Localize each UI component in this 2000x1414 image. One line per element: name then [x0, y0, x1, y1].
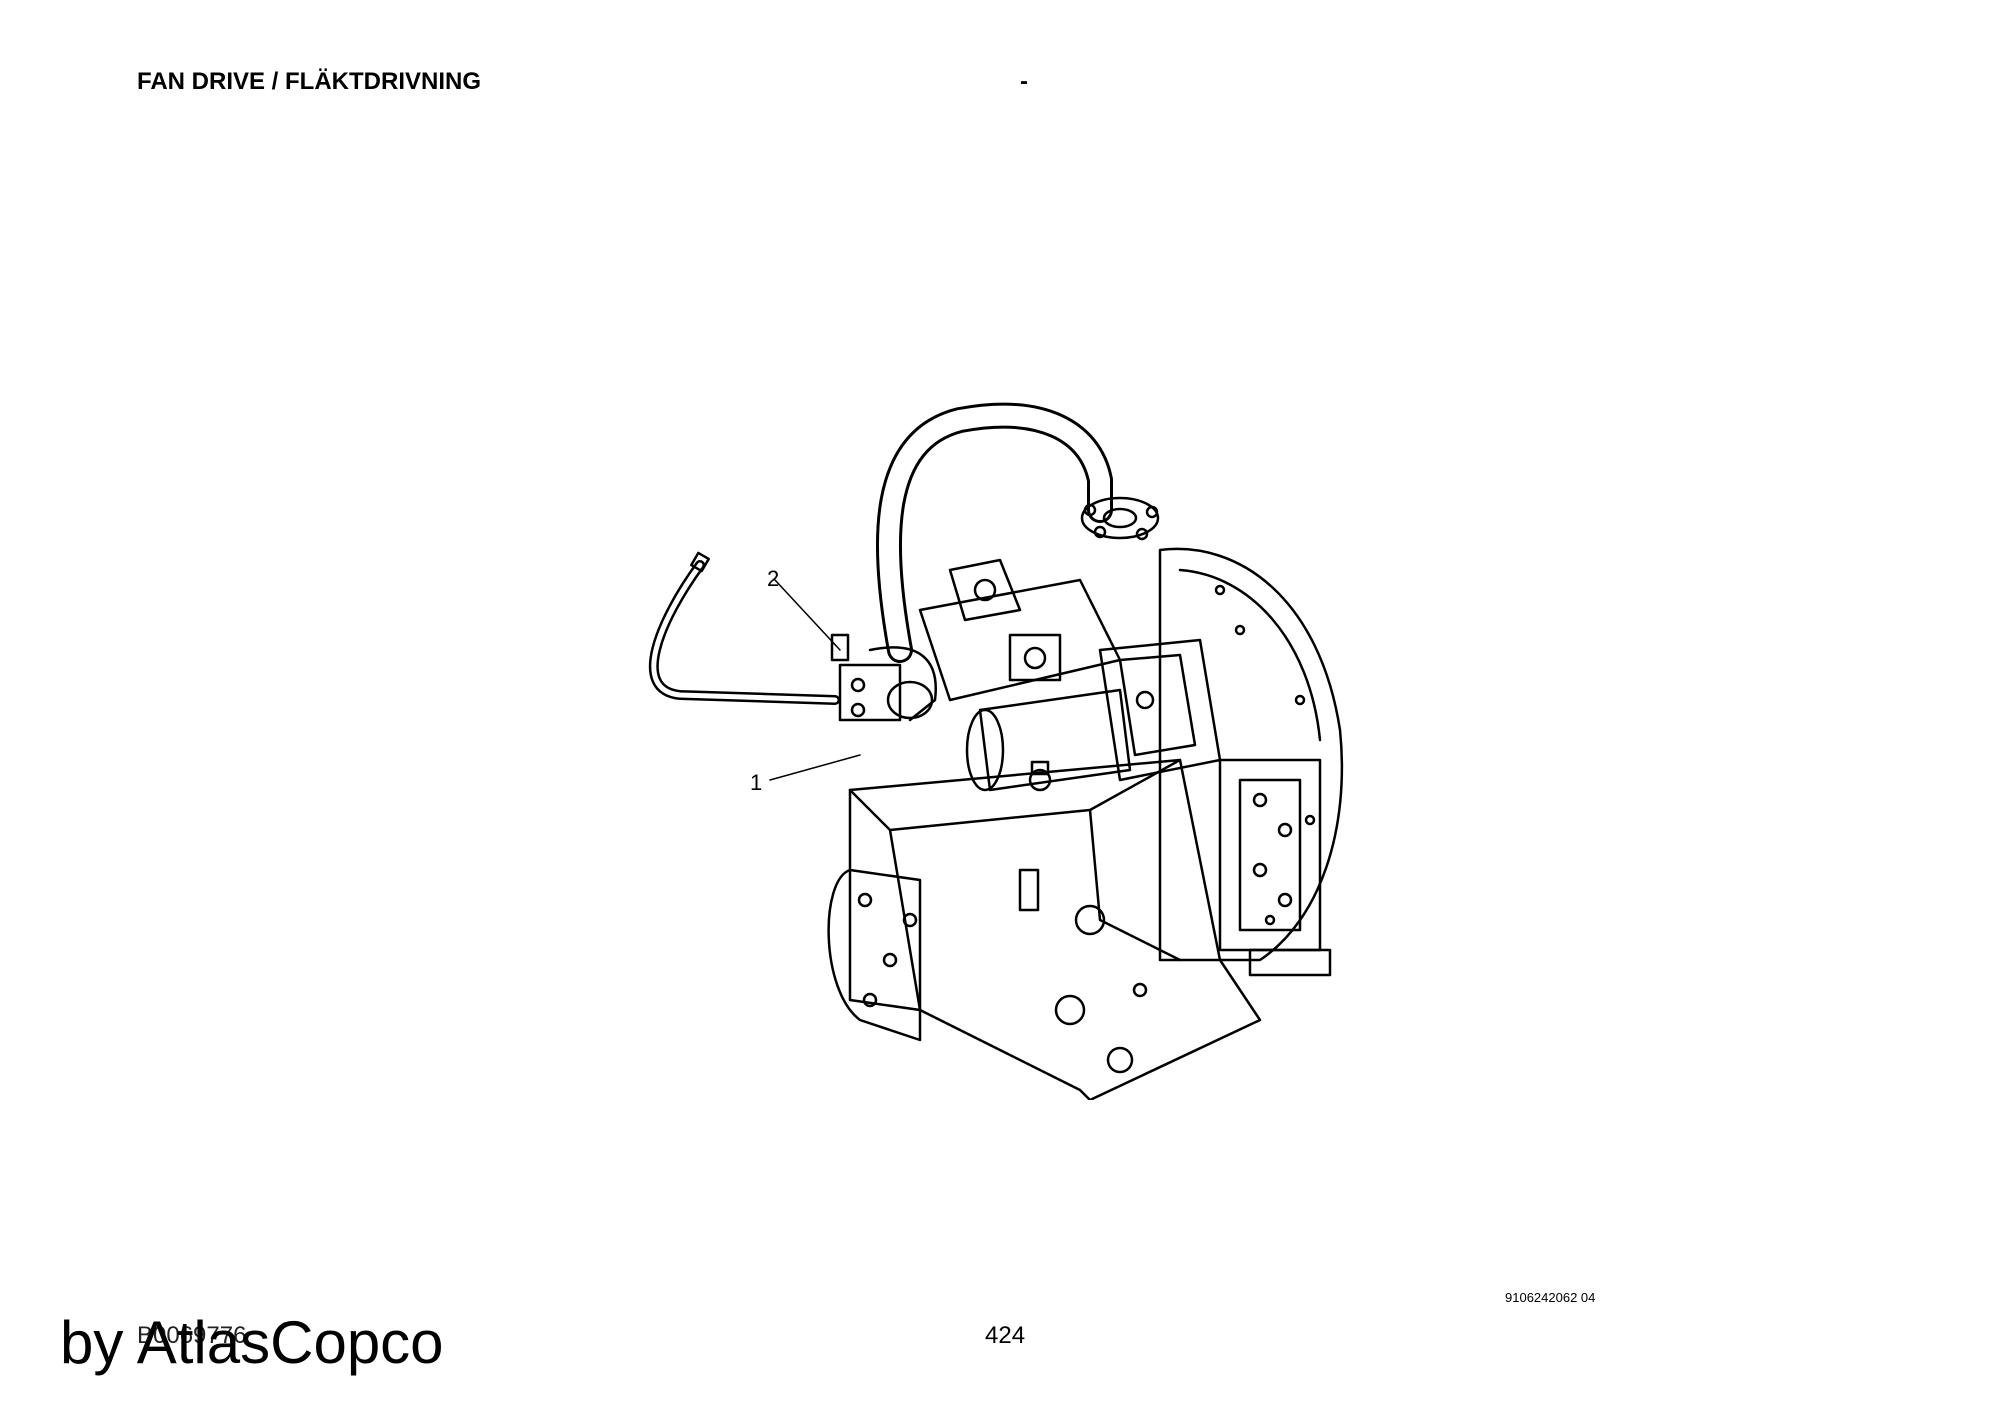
part-number: B0069776	[137, 1322, 247, 1349]
page-title: FAN DRIVE / FLÄKTDRIVNING	[137, 68, 482, 95]
title-dash: -	[1020, 68, 1028, 95]
fan-drive-drawing	[648, 402, 1344, 1100]
atlascopco-watermark: by AtlasCopco	[60, 1309, 444, 1376]
callout-2: 2	[767, 566, 780, 591]
document-number: 9106242062 04	[1505, 1290, 1596, 1305]
page-number: 424	[985, 1322, 1026, 1349]
callout-1: 1	[750, 770, 763, 795]
